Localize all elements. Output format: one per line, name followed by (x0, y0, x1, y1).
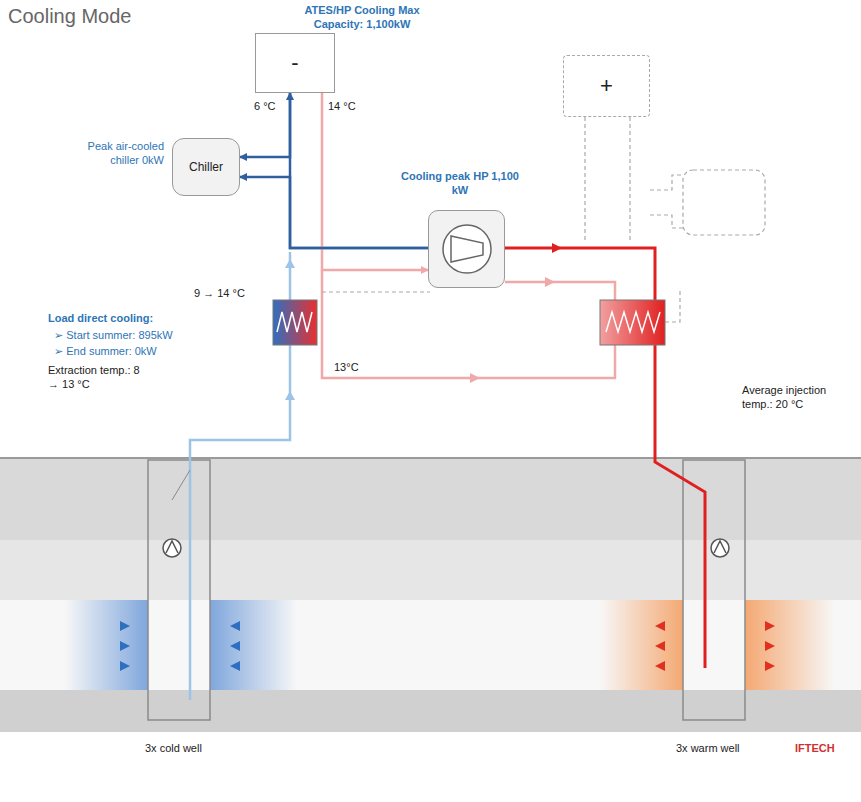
illustration-part (683, 170, 765, 235)
illustration-part (765, 641, 775, 651)
node-heading: ATES/HP Cooling Max Capacity: 1,100kW (292, 4, 432, 32)
pipe-connector (240, 177, 428, 248)
illustration-part (210, 600, 297, 690)
pipe-connector (240, 93, 290, 157)
illustration-part (650, 215, 683, 228)
illustration-part (600, 300, 665, 345)
illustration-part (120, 621, 130, 631)
flow-arrow (552, 243, 562, 253)
illustration-part (0, 600, 861, 690)
ground-layers (0, 458, 861, 732)
node-shape: - (255, 33, 335, 93)
illustration-part (0, 457, 861, 459)
annotation: Load direct cooling: (48, 312, 153, 326)
illustration-part (606, 312, 660, 332)
annotation: 13°C (334, 361, 359, 375)
illustration-part (0, 690, 861, 732)
annotation: 14 °C (328, 100, 356, 114)
illustration-part (166, 541, 178, 553)
node-shape: + (563, 55, 650, 117)
node-label: - (291, 50, 298, 76)
illustration-part (765, 621, 775, 631)
illustration-part (230, 641, 240, 651)
illustration-part (120, 661, 130, 671)
node-shape (428, 210, 505, 288)
annotation: ➢ End summer: 0kW (54, 345, 157, 359)
annotation: 3x cold well (145, 742, 202, 756)
annotation: Extraction temp.: 8 → 13 °C (48, 364, 148, 392)
diagram-title: Cooling Mode (8, 4, 131, 29)
pump-symbol (163, 539, 729, 557)
illustration-part (655, 641, 665, 651)
illustration-part (451, 236, 483, 262)
flow-arrow (470, 373, 480, 383)
warm-pipe (655, 345, 705, 668)
illustration-part (230, 661, 240, 671)
illustration-part (745, 600, 835, 690)
warm-pipe (505, 248, 655, 300)
heat-exchanger (273, 300, 665, 345)
flow-arrow (285, 259, 295, 268)
node-box: + (563, 55, 650, 117)
annotation: IFTECH (795, 742, 835, 756)
illustration-part (650, 175, 683, 190)
illustration-part (120, 641, 130, 651)
aquifer-zones (65, 600, 835, 690)
flow-arrow (545, 277, 555, 287)
node-label: + (600, 73, 613, 99)
illustration-part (277, 312, 312, 332)
annotation: ➢ Start summer: 895kW (54, 329, 173, 343)
node-box: Chiller (172, 138, 240, 196)
annotation: 6 °C (254, 100, 276, 114)
illustration-part (163, 539, 181, 557)
illustration-part (120, 621, 240, 671)
illustration-part (629, 117, 630, 240)
compressor-symbol (437, 219, 497, 279)
illustration-part (65, 600, 148, 690)
pump-line (172, 470, 190, 500)
inactive-lines (585, 117, 765, 322)
illustration-part (230, 621, 240, 631)
illustration-part (714, 541, 726, 553)
flow-arrow (285, 391, 295, 400)
return-pipe (505, 282, 615, 300)
bypass-dashed (322, 291, 430, 292)
illustration-part (148, 460, 210, 720)
node-box: Cooling peak HP 1,100 kW (393, 170, 527, 300)
illustration-part (584, 117, 585, 240)
illustration-part (273, 300, 317, 345)
illustration-part (711, 539, 729, 557)
annotation: 3x warm well (676, 742, 740, 756)
illustration-part (600, 600, 683, 690)
illustration-part (443, 225, 491, 273)
illustration-part (0, 458, 861, 540)
annotation: Peak air-cooled chiller 0kW (72, 140, 164, 168)
well-casings (148, 460, 745, 720)
node-shape: Chiller (172, 138, 240, 196)
illustration-part (765, 661, 775, 671)
annotation: 9 → 14 °C (194, 287, 245, 301)
illustration-part (655, 621, 775, 671)
node-heading: Cooling peak HP 1,100 kW (393, 170, 527, 198)
illustration-part (655, 661, 665, 671)
annotation: Average injection temp.: 20 °C (742, 384, 842, 412)
illustration-part (665, 290, 680, 322)
node-box: ATES/HP Cooling Max Capacity: 1,100kW - (250, 0, 435, 95)
illustration-part (0, 540, 861, 600)
illustration-part (683, 460, 745, 720)
illustration-part (655, 621, 665, 631)
node-label: Chiller (189, 160, 223, 174)
cold-pipe (190, 345, 290, 700)
